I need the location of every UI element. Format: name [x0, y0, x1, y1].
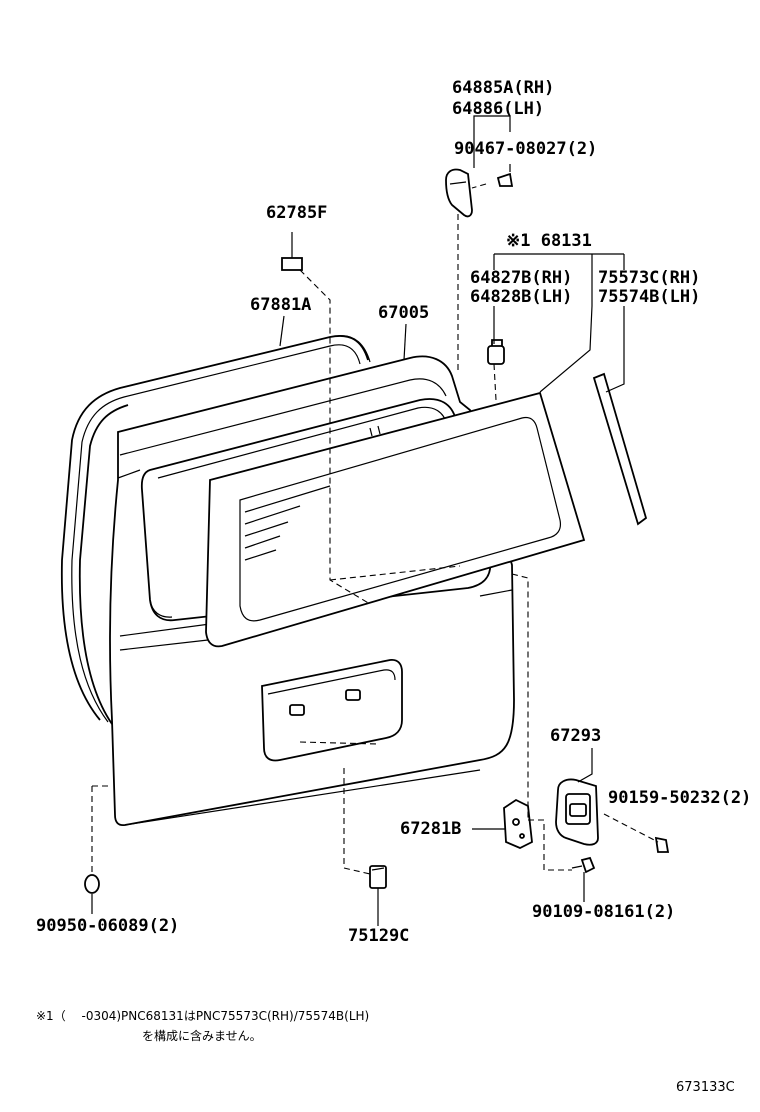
cover-64885a [445, 168, 514, 218]
label-90467: 90467-08027(2) [454, 139, 598, 159]
back-door-glass [205, 391, 586, 648]
label-67281b: 67281B [400, 819, 462, 839]
footnote-line-2: を構成に含みません。 [142, 1029, 262, 1043]
cover-67293 [555, 778, 599, 846]
leader-lines [91, 115, 625, 926]
label-75573c: 75573C(RH) [598, 268, 701, 288]
label-64886: 64886(LH) [452, 99, 545, 119]
bolt-90159 [603, 813, 670, 853]
cushion-64827b [487, 339, 505, 365]
clip-75129c [369, 865, 387, 889]
stopper-62785f [281, 257, 303, 271]
striker-67281b [503, 798, 533, 849]
hole-plug-90950 [84, 874, 100, 894]
label-64885a: 64885A(RH) [452, 78, 555, 98]
molding-75573c [592, 372, 648, 526]
label-90109: 90109-08161(2) [532, 902, 676, 922]
dashed-leaders [91, 214, 572, 875]
label-67005: 67005 [378, 303, 430, 323]
label-68131: ※1 68131 [506, 231, 592, 251]
label-90159: 90159-50232(2) [608, 788, 752, 808]
weatherstrip-67881a [60, 335, 371, 725]
label-75574b: 75574B(LH) [598, 287, 701, 307]
label-75129c: 75129C [348, 926, 410, 946]
diagram-code: 673133C [676, 1080, 735, 1095]
footnote-line-1: ※1（ -0304)PNC68131はPNC75573C(RH)/75574B(… [36, 1009, 370, 1023]
bolt-90109 [571, 856, 596, 874]
label-64828b: 64828B(LH) [470, 287, 573, 307]
label-64827b: 64827B(RH) [470, 268, 573, 288]
label-67293: 67293 [550, 726, 602, 746]
label-62785f: 62785F [266, 203, 328, 223]
label-67881a: 67881A [250, 295, 312, 315]
label-90950: 90950-06089(2) [36, 916, 180, 936]
